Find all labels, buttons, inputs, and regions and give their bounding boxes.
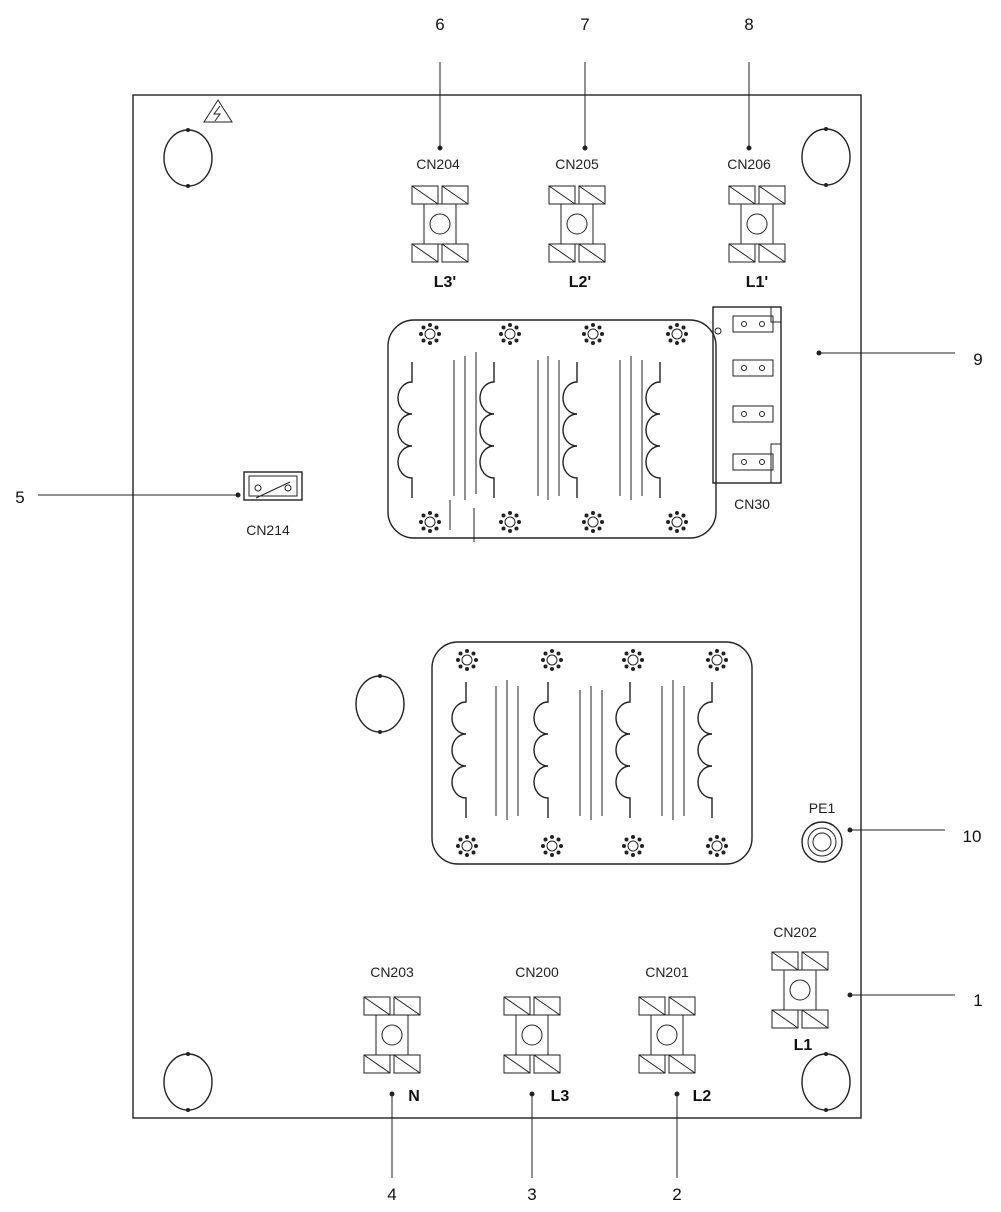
pe1-ground-stud <box>801 821 843 863</box>
label-cn202: CN202 <box>773 924 817 940</box>
callout-6: 6 <box>435 15 444 34</box>
connector-cn206 <box>728 185 786 263</box>
high-voltage-warning-icon <box>203 99 233 123</box>
terminal-l2: L2 <box>693 1088 712 1105</box>
mounting-hole <box>801 126 851 188</box>
terminal-l1: L1 <box>794 1037 813 1054</box>
terminal-l1-prime: L1' <box>746 274 768 291</box>
lower-filter-block <box>431 641 753 865</box>
label-pe1: PE1 <box>809 800 836 816</box>
connector-cn214 <box>243 471 303 501</box>
connector-cn204 <box>411 185 469 263</box>
terminal-l2-prime: L2' <box>569 274 591 291</box>
mounting-hole <box>163 127 213 189</box>
mounting-hole <box>801 1051 851 1113</box>
callout-8: 8 <box>744 15 753 34</box>
callout-7: 7 <box>580 15 589 34</box>
terminal-n: N <box>408 1088 420 1105</box>
label-cn200: CN200 <box>515 964 559 980</box>
label-cn203: CN203 <box>370 964 414 980</box>
connector-cn201 <box>638 996 696 1074</box>
upper-filter-block <box>387 319 717 542</box>
callout-9: 9 <box>973 350 982 369</box>
callout-4: 4 <box>387 1185 396 1204</box>
mounting-hole <box>163 1051 213 1113</box>
callout-1: 1 <box>973 991 982 1010</box>
callout-5: 5 <box>15 488 24 507</box>
label-cn214: CN214 <box>246 522 290 538</box>
board-outline <box>132 94 862 1119</box>
label-cn206: CN206 <box>727 156 771 172</box>
label-cn201: CN201 <box>645 964 689 980</box>
terminal-l3-prime: L3' <box>434 274 456 291</box>
terminal-l3: L3 <box>551 1088 570 1105</box>
callout-3: 3 <box>527 1185 536 1204</box>
label-cn205: CN205 <box>555 156 599 172</box>
connector-cn200 <box>503 996 561 1074</box>
callout-10: 10 <box>963 827 982 846</box>
label-cn204: CN204 <box>416 156 460 172</box>
connector-cn203 <box>363 996 421 1074</box>
connector-cn205 <box>548 185 606 263</box>
callout-2: 2 <box>672 1185 681 1204</box>
connector-cn202 <box>771 951 829 1029</box>
connector-cn30 <box>712 306 782 484</box>
label-cn30: CN30 <box>734 496 770 512</box>
mounting-hole <box>355 673 405 735</box>
